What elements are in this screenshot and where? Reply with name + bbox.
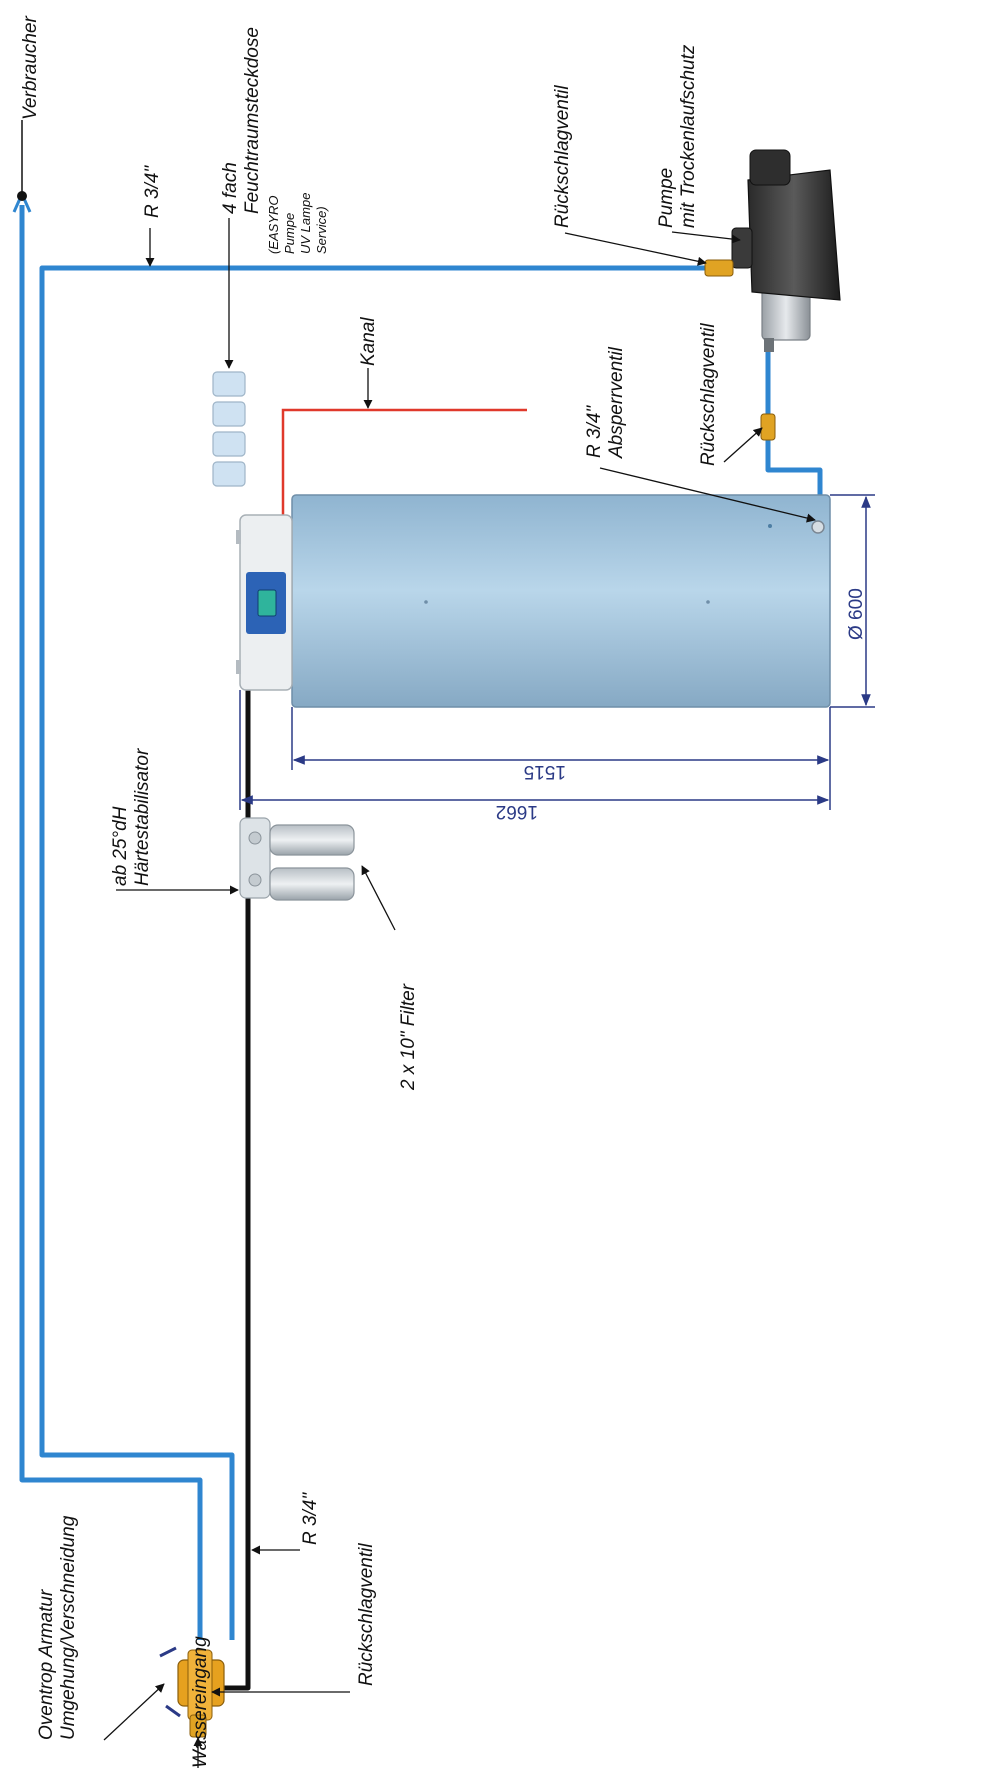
label-socket-note-1: (EASYRO bbox=[266, 195, 281, 254]
label-check-valve-pump: Rückschlagventil bbox=[552, 85, 573, 228]
label-socket-title-1: 4 fach bbox=[220, 162, 241, 214]
drain-pipe bbox=[281, 408, 527, 518]
filter-housings bbox=[239, 817, 355, 901]
label-shutoff-1: R 3/4" bbox=[584, 405, 605, 458]
diameter-dimension: Ø 600 bbox=[846, 588, 867, 640]
label-hardness-1: ab 25°dH bbox=[110, 806, 131, 886]
pump-check-valve-icon bbox=[704, 259, 734, 277]
pump bbox=[731, 149, 841, 352]
label-socket-note-4: Service) bbox=[314, 206, 329, 254]
label-oventrop-2: Umgehung/Verschneidung bbox=[58, 1515, 79, 1740]
label-socket-title-2: Feuchtraumsteckdose bbox=[242, 27, 263, 214]
shutoff-valve-icon bbox=[811, 520, 825, 534]
label-r34-bottom: R 3/4" bbox=[300, 1492, 321, 1545]
total-length-dimension: 1662 bbox=[496, 801, 538, 822]
label-kanal: Kanal bbox=[358, 317, 379, 366]
label-socket-note-3: UV Lampe bbox=[298, 193, 313, 254]
label-wassereingang: Wassereingang bbox=[190, 1636, 211, 1768]
label-check-valve-bottom: Rückschlagventil bbox=[356, 1543, 377, 1686]
tank-length-dimension: 1515 bbox=[524, 761, 566, 782]
label-shutoff-2: Absperrventil bbox=[606, 346, 627, 459]
label-filter: 2 x 10" Filter bbox=[398, 983, 419, 1091]
dimension-lines bbox=[239, 494, 875, 810]
label-hardness-2: Härtestabilisator bbox=[132, 748, 153, 886]
consumer-pipe bbox=[19, 205, 823, 1640]
power-sockets bbox=[212, 371, 246, 487]
storage-tank bbox=[291, 494, 831, 708]
label-verbraucher: Verbraucher bbox=[20, 15, 41, 120]
label-check-valve-mid: Rückschlagventil bbox=[698, 323, 719, 466]
control-unit bbox=[236, 514, 293, 691]
leader-lines bbox=[103, 218, 816, 1768]
label-oventrop-1: Oventrop Armatur bbox=[36, 1589, 57, 1740]
label-socket-note-2: Pumpe bbox=[282, 213, 297, 254]
label-pump-1: Pumpe bbox=[656, 168, 677, 228]
label-r34-top: R 3/4" bbox=[142, 165, 163, 218]
label-pump-2: mit Trockenlaufschutz bbox=[678, 44, 699, 228]
mid-check-valve-icon bbox=[760, 413, 776, 441]
verbraucher-dot-icon bbox=[17, 191, 27, 201]
